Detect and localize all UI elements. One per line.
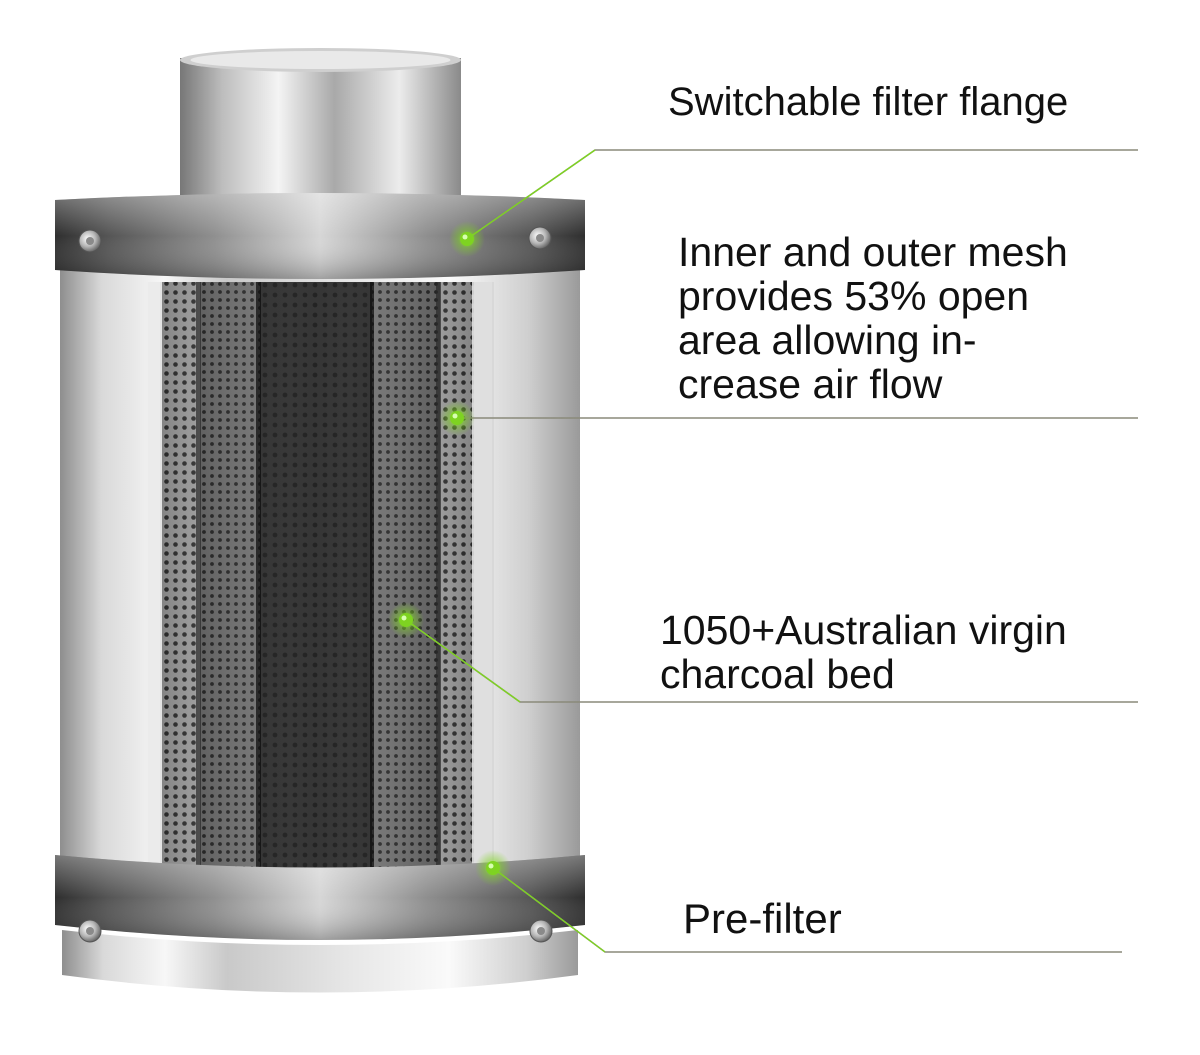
- callout-text-line: provides 53% open: [678, 273, 1030, 319]
- callout-text-line: 1050+Australian virgin: [660, 607, 1067, 653]
- marker-dot-icon: [388, 602, 424, 638]
- callout-text-line: charcoal bed: [660, 651, 895, 697]
- callout-text-line: Switchable filter flange: [668, 80, 1069, 124]
- filter-media-window: [146, 282, 494, 922]
- callout-text-line: area allowing in-: [678, 317, 977, 363]
- callout-text-line: Inner and outer mesh: [678, 229, 1068, 275]
- marker-dot-icon: [449, 221, 485, 257]
- marker-dot-icon: [475, 850, 511, 886]
- callout-text-line: Pre-filter: [683, 895, 842, 942]
- callout-prefilter-label: Pre-filter: [683, 898, 842, 940]
- filter-base: [62, 930, 578, 993]
- top-clamp-band: [55, 193, 585, 279]
- callout-charcoal-label: 1050+Australian virgin charcoal bed: [660, 610, 1067, 698]
- screw-icon: [78, 229, 102, 253]
- callout-flange-label: Switchable filter flange: [668, 82, 1068, 122]
- screw-icon: [528, 226, 552, 250]
- marker-dot-icon: [439, 400, 475, 436]
- screw-icon: [78, 919, 102, 943]
- bottom-clamp-band: [55, 855, 585, 940]
- callout-text-line: crease air flow: [678, 361, 943, 407]
- callout-mesh-label: Inner and outer mesh provides 53% open a…: [678, 232, 1068, 408]
- switchable-flange: [180, 48, 461, 208]
- leader-lines: [405, 149, 1138, 953]
- screw-icon: [529, 919, 553, 943]
